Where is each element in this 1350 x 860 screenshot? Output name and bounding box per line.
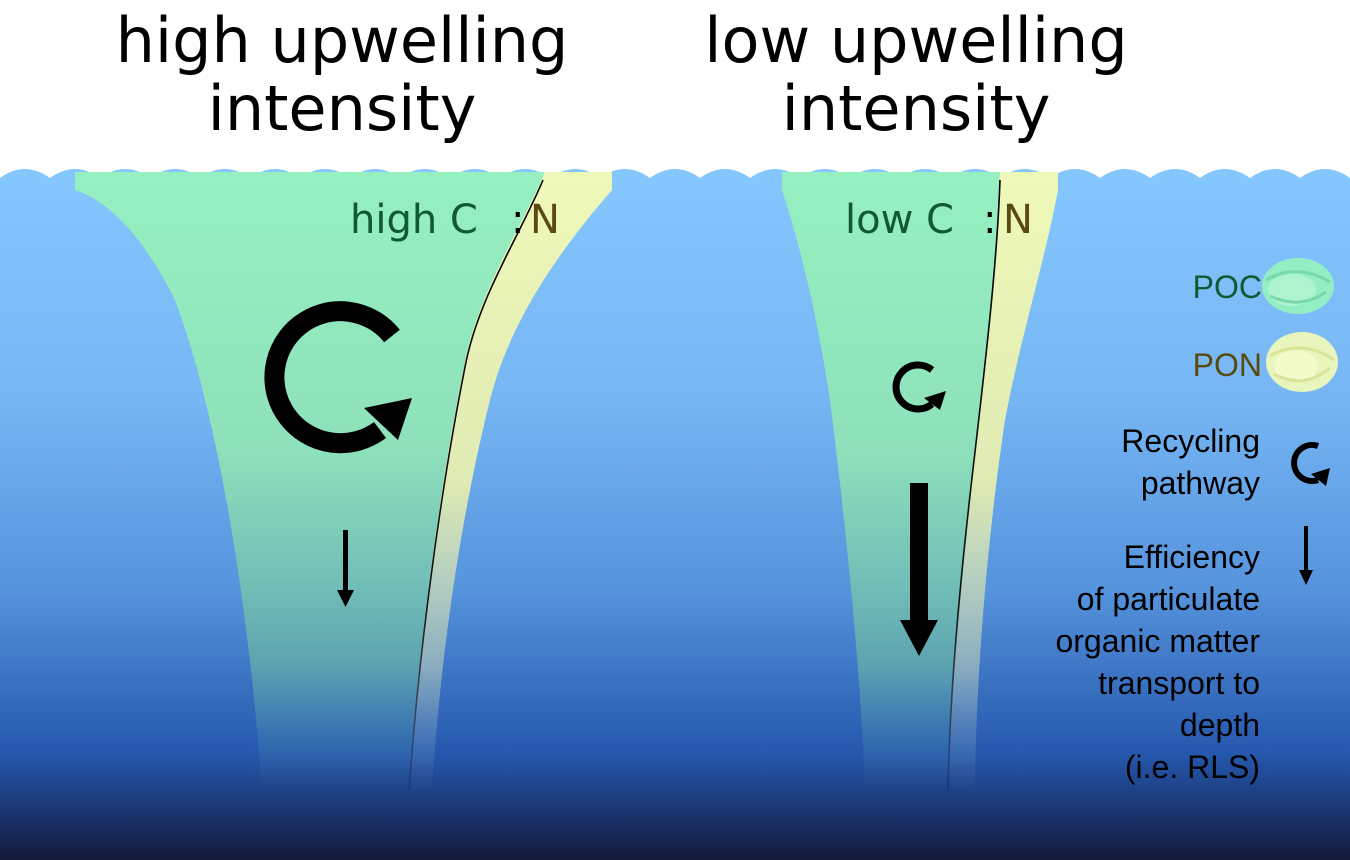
legend-recycling-line2: pathway [1141, 465, 1260, 501]
legend-efficiency-line4: transport to [1098, 665, 1260, 701]
high-arrow-shaft [343, 530, 348, 594]
low-poc-region [782, 172, 1000, 790]
high-upwelling-funnel [75, 172, 612, 791]
high-poc-region [75, 172, 545, 790]
low-recycling-arc [892, 361, 935, 413]
low-cn-label-c: low C [845, 197, 954, 243]
low-title-line2: intensity [782, 72, 1051, 145]
high-recycling-arc [264, 301, 400, 454]
legend-efficiency-line1: Efficiency [1124, 539, 1260, 575]
legend-efficiency-line2: of particulate [1077, 581, 1260, 617]
high-poc-pon-boundary [408, 179, 544, 791]
low-pon-region [948, 172, 1058, 790]
high-recycling-icon [264, 301, 412, 454]
high-title-line1: high upwelling [116, 4, 569, 77]
legend-down-arrow-icon [1299, 526, 1313, 585]
legend-poc-label: POC [1193, 269, 1262, 305]
high-recycling-arrowhead [364, 398, 412, 440]
low-arrow-shaft [910, 483, 928, 623]
legend-efficiency-line3: organic matter [1055, 623, 1260, 659]
low-recycling-arrowhead [924, 391, 946, 410]
high-cn-label-c: high C [350, 197, 478, 243]
high-cn-label-n: N [530, 197, 560, 243]
low-poc-pon-boundary [947, 179, 1001, 791]
high-title-line2: intensity [208, 72, 477, 145]
high-pon-region [408, 172, 612, 790]
low-cn-label-colon: : [983, 197, 996, 243]
legend-pon-swatch [1266, 332, 1338, 392]
high-cn-label-colon: : [511, 197, 524, 243]
legend-poc-swatch [1262, 258, 1334, 314]
high-efficiency-icon [337, 530, 354, 607]
legend-efficiency-line5: depth [1180, 707, 1260, 743]
low-upwelling-funnel [782, 172, 1058, 791]
low-arrow-head [900, 620, 938, 656]
legend: POC PON Recycling pathway Efficiency of … [1055, 258, 1338, 785]
legend-efficiency-line6: (i.e. RLS) [1125, 749, 1260, 785]
low-efficiency-icon [900, 483, 938, 656]
low-recycling-icon [892, 361, 946, 413]
low-cn-label-n: N [1003, 197, 1033, 243]
legend-pon-label: PON [1193, 347, 1262, 383]
legend-circular-arrow-icon [1291, 442, 1330, 486]
low-title-line1: low upwelling [704, 4, 1127, 77]
legend-recycling-line1: Recycling [1121, 423, 1260, 459]
water-surface-waves [0, 0, 1350, 178]
high-arrow-head [337, 590, 354, 607]
